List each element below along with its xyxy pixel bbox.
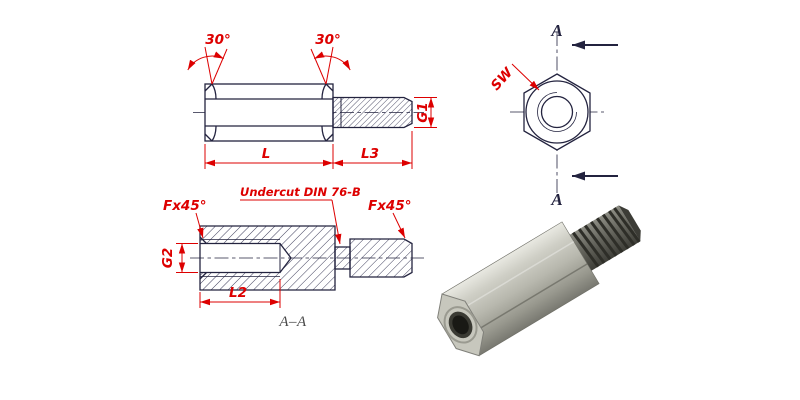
section-view-label: A–A [278,314,307,330]
thread-major-arc [537,92,577,132]
stud-outline [332,96,413,129]
section-arrow-top-label: A [550,21,562,40]
thread-hole-circle [540,95,574,129]
section-arrow-top: A [550,21,618,50]
render-front-face [437,293,485,357]
render-thread-stud [569,205,641,271]
render-hole-inner [452,315,469,335]
section-arrow-bottom-label: A [550,190,562,209]
chamfer-left-label: Fx45° [163,198,206,214]
undercut-note: Undercut DIN 76-B [240,185,361,245]
section-body [199,225,413,291]
hexagon-outline [523,73,591,151]
dim-G2: G2 [160,243,198,273]
chamfer-circle [525,80,589,144]
dim-L2: L2 [199,279,281,308]
dim-G1-label: G1 [415,102,431,122]
undercut-neck [334,246,351,270]
dim-G1: G1 [414,97,437,128]
angle-left-label: 30° [205,32,231,48]
hex-body-face [204,83,334,142]
render-thread-tip [618,205,641,242]
hex-body-outline [204,83,334,142]
end-view: SW A A [488,21,618,209]
dim-Fx45-right: Fx45° [368,198,411,239]
angle-right-label: 30° [315,32,341,48]
undercut-note-label: Undercut DIN 76-B [240,185,361,199]
render-3d [437,205,641,357]
external-thread-stud [332,96,413,129]
section-arrow-bottom: A [550,171,618,209]
dim-L3: L3 [333,131,413,169]
angle-dim-right: 30° [310,32,351,85]
chamfer-right-label: Fx45° [368,198,411,214]
dim-SW-label: SW [488,64,517,94]
section-view: Fx45° Undercut DIN 76-B Fx45° G2 L2 A–A [160,185,424,330]
angle-dim-left: 30° [187,32,231,85]
render-hole-chamfer [443,306,478,344]
section-body-hatched [199,225,336,291]
dim-Fx45-left: Fx45° [163,198,206,239]
dim-L3-label: L3 [361,146,379,162]
dim-G2-label: G2 [160,248,176,268]
side-view: 30° 30° L L3 G1 [187,32,437,169]
dim-L2-label: L2 [229,285,247,301]
section-stud-hatched [349,238,413,278]
hexagon [523,73,591,151]
dim-L-label: L [262,146,271,162]
dim-L: L [204,144,334,169]
